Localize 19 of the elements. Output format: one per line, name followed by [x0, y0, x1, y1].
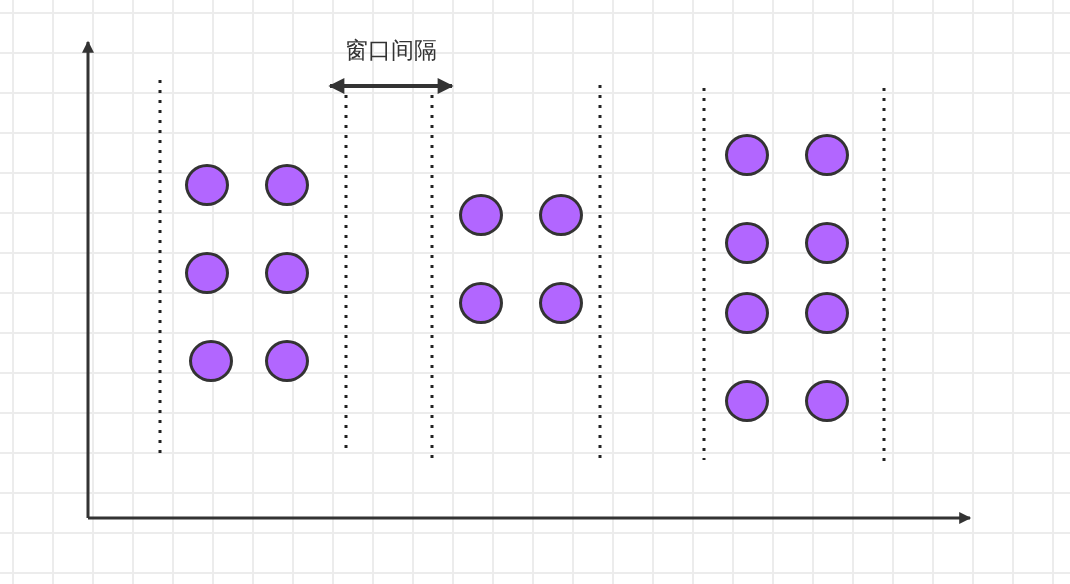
- data-point-circle: [459, 194, 503, 236]
- data-point-circle: [805, 222, 849, 264]
- data-point-circle: [459, 282, 503, 324]
- data-point-circle: [265, 252, 309, 294]
- data-point-circle: [539, 194, 583, 236]
- data-point-circle: [265, 340, 309, 382]
- data-point-circle: [725, 134, 769, 176]
- data-point-circle: [805, 380, 849, 422]
- data-point-circle: [539, 282, 583, 324]
- data-point-circle: [725, 380, 769, 422]
- data-point-circle: [725, 292, 769, 334]
- data-point-circle: [185, 252, 229, 294]
- dimension-label: 窗口间隔: [345, 35, 437, 65]
- data-point-circle: [189, 340, 233, 382]
- data-point-circle: [185, 164, 229, 206]
- data-point-circle: [805, 134, 849, 176]
- data-point-circle: [725, 222, 769, 264]
- data-point-circle: [265, 164, 309, 206]
- data-point-circle: [805, 292, 849, 334]
